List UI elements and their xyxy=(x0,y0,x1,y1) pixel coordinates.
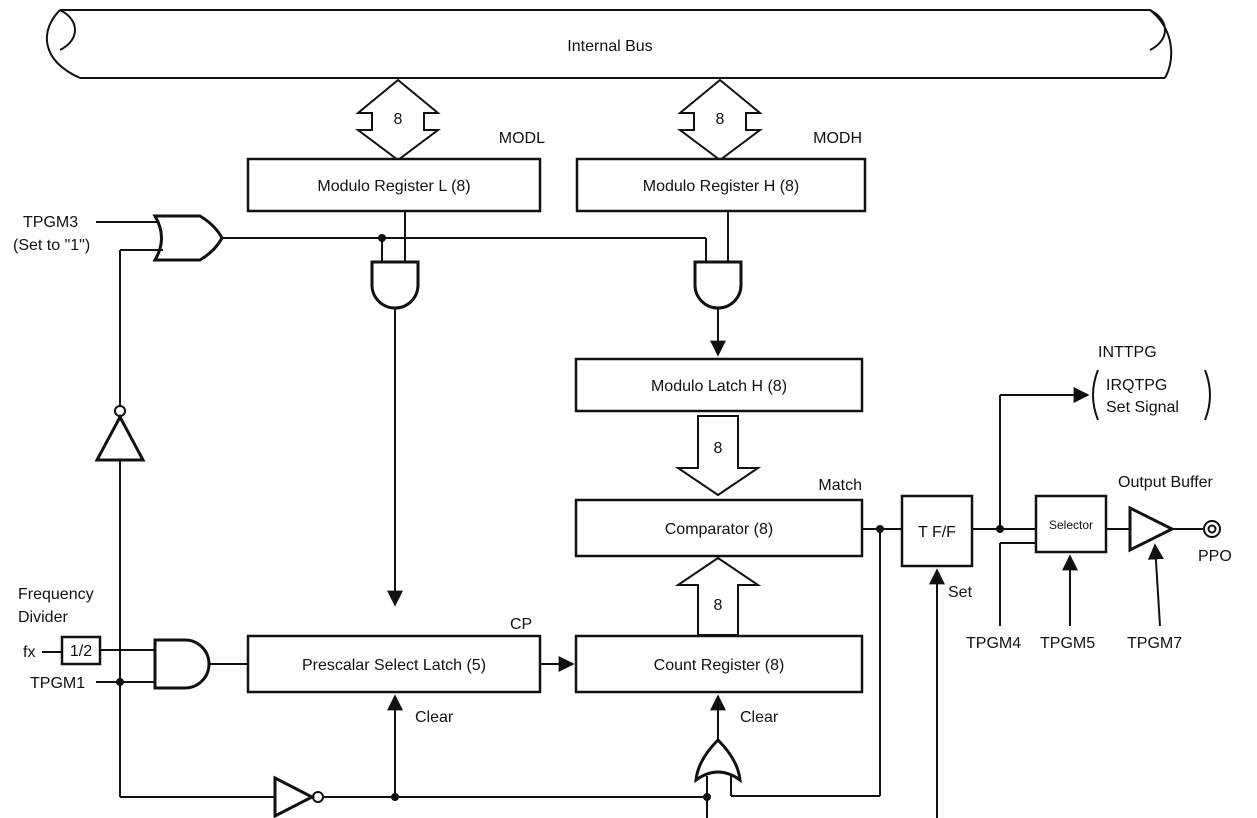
modh-tag: MODH xyxy=(813,130,862,147)
bus-width-latch-to-comparator: 8 xyxy=(714,440,723,457)
tpgm1-label: TPGM1 xyxy=(30,675,85,692)
count-register-label: Count Register (8) xyxy=(654,657,785,674)
and-gate-modh xyxy=(693,260,743,310)
inttpg-label: INTTPG xyxy=(1098,344,1157,361)
set-label: Set xyxy=(948,584,973,601)
divider-box xyxy=(60,635,102,666)
modulo-register-h-box xyxy=(575,157,867,213)
clear-count-label: Clear xyxy=(740,709,779,726)
and-gate-modl xyxy=(370,260,420,310)
modulo-register-l-box xyxy=(246,157,542,213)
tpgm3-note: (Set to "1") xyxy=(13,237,90,254)
modulo-latch-h-label: Modulo Latch H (8) xyxy=(651,378,787,395)
tpgm5-label: TPGM5 xyxy=(1040,635,1095,652)
bus-arrow-count-to-comparator: 8 xyxy=(674,556,762,636)
selector-box xyxy=(1034,494,1108,554)
bus-width-modh: 8 xyxy=(716,111,725,128)
prescalar-select-latch-label: Prescalar Select Latch (5) xyxy=(302,657,486,674)
set-signal-label: Set Signal xyxy=(1106,399,1179,416)
cp-label: CP xyxy=(510,616,532,633)
tpgm7-label: TPGM7 xyxy=(1127,635,1182,652)
output-buffer-triangle xyxy=(1128,505,1176,553)
internal-bus: Internal Bus xyxy=(46,9,1173,79)
or-gate-tpgm3 xyxy=(152,214,224,262)
modulo-latch-h-box xyxy=(574,357,864,413)
irqtpg-label: IRQTPG xyxy=(1106,377,1167,394)
comparator-box xyxy=(574,498,864,558)
or-gate-clear xyxy=(694,737,742,784)
comparator-label: Comparator (8) xyxy=(665,521,773,538)
count-register-box xyxy=(574,634,864,694)
frequency-divider-label-line2: Divider xyxy=(18,609,68,626)
bus-arrow-modh: 8 xyxy=(677,78,763,162)
output-buffer-label: Output Buffer xyxy=(1118,474,1214,491)
ppo-label: PPO xyxy=(1198,548,1232,565)
tpgm4-label: TPGM4 xyxy=(966,635,1021,652)
divider-ratio: 1/2 xyxy=(70,643,92,660)
bus-arrow-modl: 8 xyxy=(355,78,441,162)
frequency-divider-label-line1: Frequency xyxy=(18,586,94,603)
bus-width-modl: 8 xyxy=(394,111,403,128)
and-gate-fx xyxy=(153,638,211,690)
modl-tag: MODL xyxy=(499,130,545,147)
bus-arrow-latch-to-comparator: 8 xyxy=(674,415,762,497)
modulo-register-h-label: Modulo Register H (8) xyxy=(643,178,800,195)
bus-width-count-to-comparator: 8 xyxy=(714,597,723,614)
tff-box xyxy=(900,494,974,568)
internal-bus-label: Internal Bus xyxy=(567,38,652,55)
tff-label: T F/F xyxy=(918,524,956,541)
inverter-left xyxy=(94,413,146,462)
match-label: Match xyxy=(818,477,862,494)
tpgm3-label: TPGM3 xyxy=(23,214,78,231)
ppo-pin-icon xyxy=(1203,520,1221,538)
modulo-register-l-label: Modulo Register L (8) xyxy=(317,178,470,195)
prescalar-select-latch-box xyxy=(246,634,542,694)
inverter-bottom xyxy=(273,775,316,818)
selector-label: Selector xyxy=(1049,518,1093,532)
clear-prescalar-label: Clear xyxy=(415,709,454,726)
fx-label: fx xyxy=(23,644,35,661)
